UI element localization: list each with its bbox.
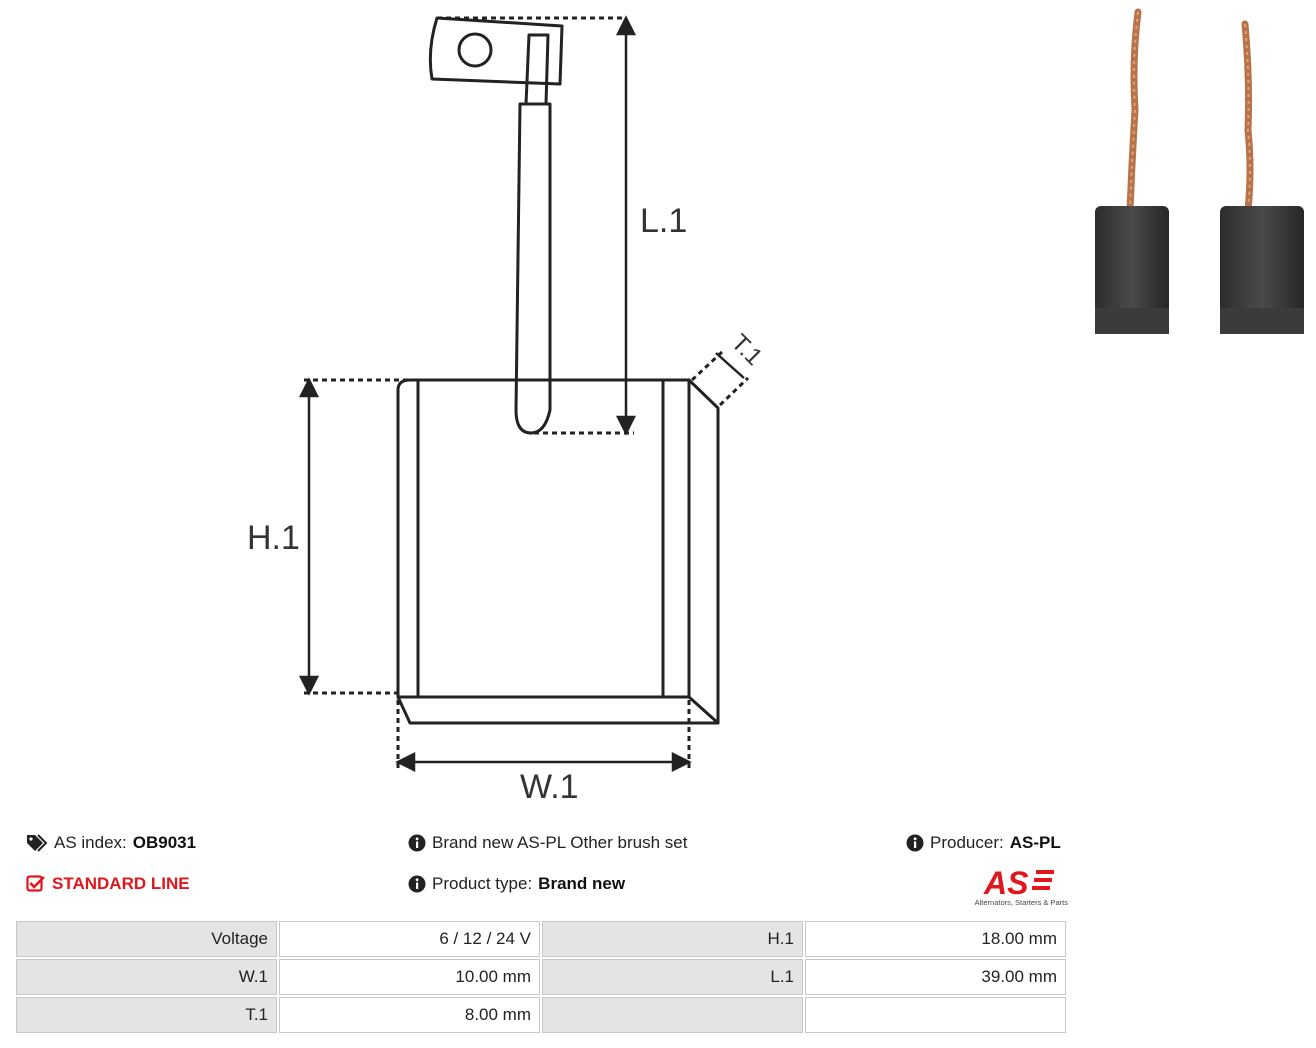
product-type-label: Product type: (432, 874, 533, 893)
product-type: Product type: Brand new (408, 874, 625, 894)
t1-label: T.1 (726, 329, 768, 371)
spec-key: L.1 (542, 959, 803, 995)
spec-key: Voltage (16, 921, 277, 957)
product-photo (1095, 8, 1304, 334)
brush-dimension-diagram: L.1 H.1 W.1 T.1 (247, 15, 768, 806)
check-square-icon (26, 875, 46, 893)
as-index-value: OB9031 (132, 833, 197, 852)
spec-value: 8.00 mm (279, 997, 540, 1033)
table-row: W.1 10.00 mm L.1 39.00 mm (16, 959, 1066, 995)
spec-value (805, 997, 1066, 1033)
specifications-table: Voltage 6 / 12 / 24 V H.1 18.00 mm W.1 1… (14, 919, 1068, 1035)
info-circle-icon (906, 834, 924, 852)
w1-label: W.1 (520, 768, 579, 806)
description-text: Brand new AS-PL Other brush set (432, 833, 688, 852)
standard-line-label: STANDARD LINE (52, 874, 190, 893)
as-index: AS index: OB9031 (26, 833, 196, 853)
info-circle-icon (408, 875, 426, 893)
table-row: Voltage 6 / 12 / 24 V H.1 18.00 mm (16, 921, 1066, 957)
standard-line: STANDARD LINE (26, 874, 190, 894)
spec-key: W.1 (16, 959, 277, 995)
product-description: Brand new AS-PL Other brush set (408, 833, 687, 853)
producer-label: Producer: (930, 833, 1004, 852)
table-row: T.1 8.00 mm (16, 997, 1066, 1033)
producer-value: AS-PL (1009, 833, 1061, 852)
logo-tagline: Alternators, Starters & Parts (975, 898, 1069, 907)
tags-icon (26, 834, 48, 852)
spec-value: 10.00 mm (279, 959, 540, 995)
spec-value: 18.00 mm (805, 921, 1066, 957)
l1-label: L.1 (640, 202, 687, 240)
logo-mark: AS (983, 865, 1029, 901)
spec-key (542, 997, 803, 1033)
carbon-brush-right (1220, 206, 1304, 334)
spec-key: H.1 (542, 921, 803, 957)
spec-key: T.1 (16, 997, 277, 1033)
spec-value: 6 / 12 / 24 V (279, 921, 540, 957)
producer: Producer: AS-PL (906, 833, 1061, 853)
h1-label: H.1 (247, 519, 300, 557)
product-type-value: Brand new (538, 874, 626, 893)
as-index-label: AS index: (54, 833, 127, 852)
info-circle-icon (408, 834, 426, 852)
carbon-brush-left (1095, 206, 1169, 334)
spec-value: 39.00 mm (805, 959, 1066, 995)
as-pl-logo: AS Alternators, Starters & Parts (975, 865, 1069, 907)
